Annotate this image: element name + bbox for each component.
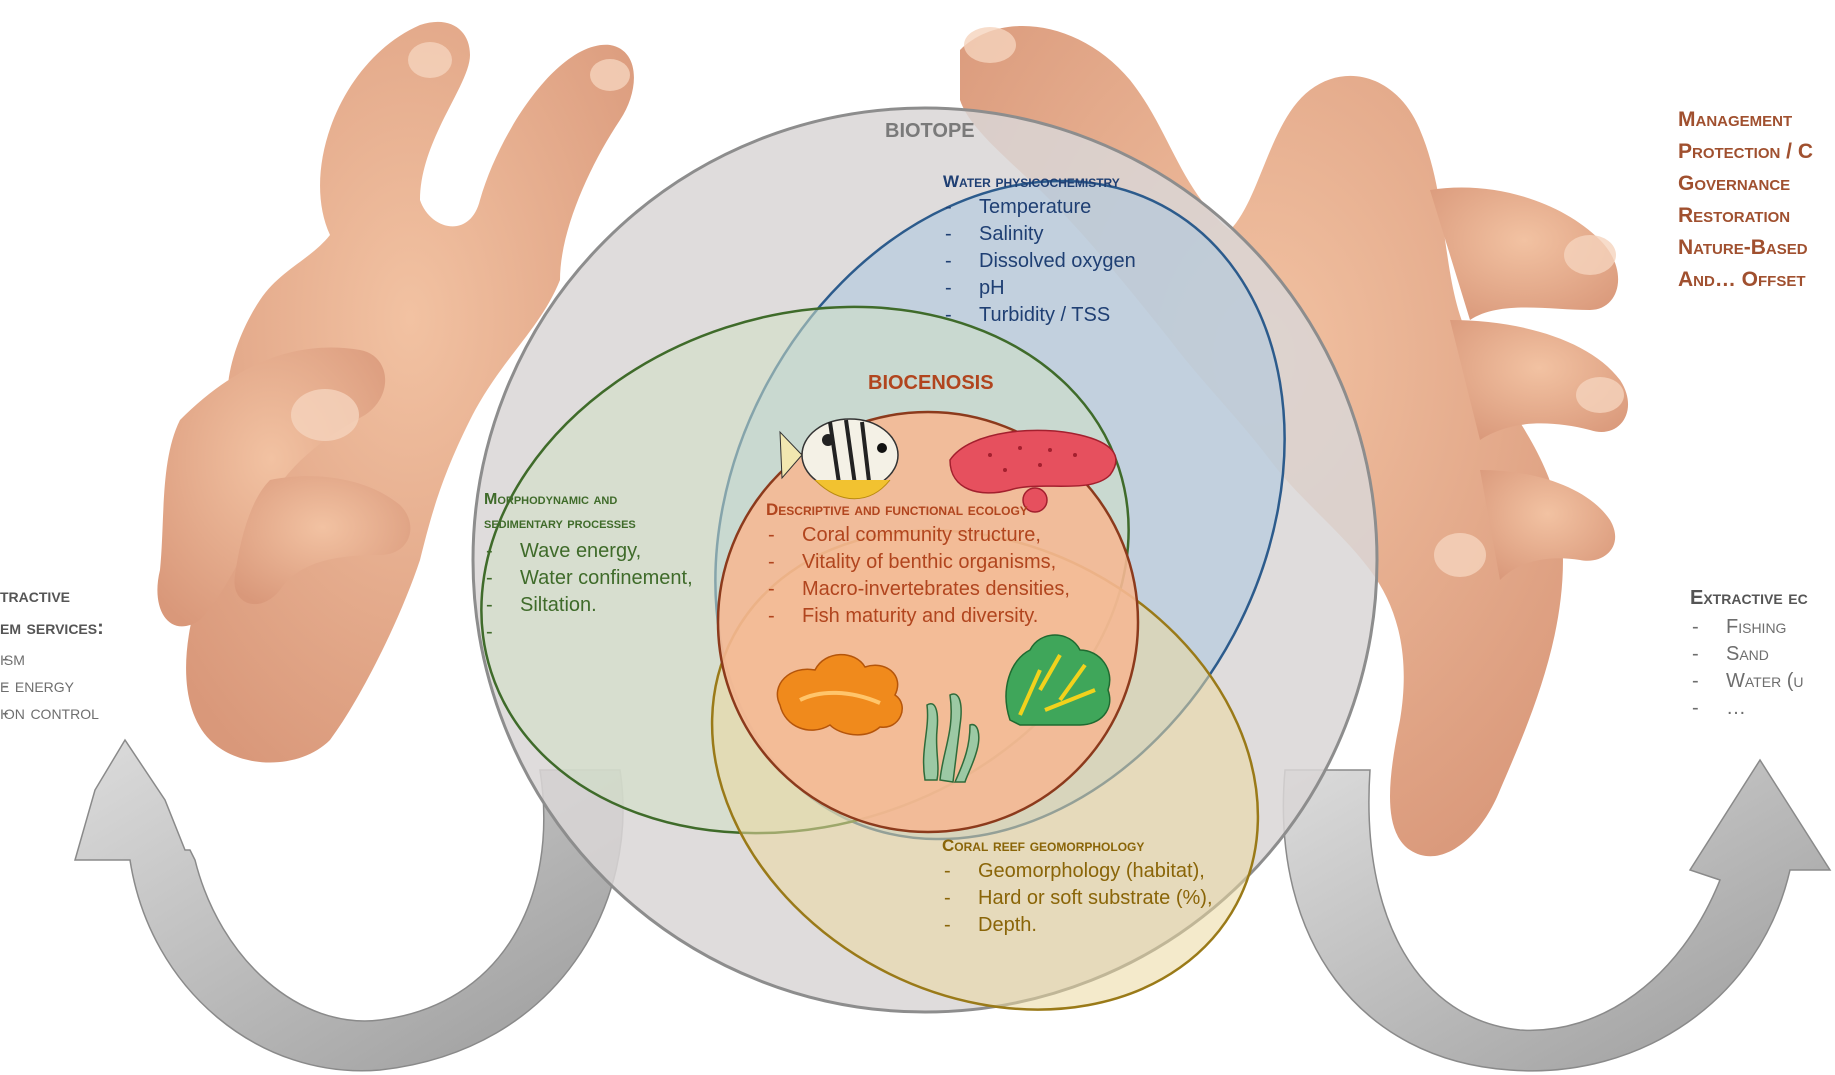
list-item: ion control: [0, 700, 104, 727]
list-item: Fishing: [1690, 614, 1808, 641]
list-item: Depth.: [942, 912, 1213, 939]
list-item: …: [1690, 695, 1808, 722]
left-services-title-line2: em services:: [0, 612, 104, 644]
biotope-title: BIOTOPE: [885, 120, 975, 143]
management-line: Restoration: [1678, 200, 1813, 232]
water-list: Temperature Salinity Dissolved oxygen pH…: [943, 194, 1136, 329]
geomorph-box: Coral reef geomorphology Geomorphology (…: [942, 836, 1213, 939]
management-line: Nature-Based: [1678, 232, 1813, 264]
water-title: Water physicochemistry: [943, 172, 1136, 192]
geomorph-list: Geomorphology (habitat), Hard or soft su…: [942, 858, 1213, 939]
arrow-right-icon: [1283, 760, 1830, 1071]
management-line: Governance: [1678, 168, 1813, 200]
geomorph-title: Coral reef geomorphology: [942, 836, 1213, 856]
ecology-box: Descriptive and functional ecology Coral…: [766, 500, 1070, 630]
list-item: Coral community structure,: [766, 522, 1070, 549]
list-item: Sand: [1690, 641, 1808, 668]
morpho-title-line1: Morphodynamic and: [484, 488, 693, 512]
list-item: Siltation.: [484, 592, 693, 619]
right-services-list: Fishing Sand Water (u …: [1690, 614, 1808, 722]
list-item: Fish maturity and diversity.: [766, 603, 1070, 630]
list-item: Geomorphology (habitat),: [942, 858, 1213, 885]
right-services-box: Extractive ec Fishing Sand Water (u …: [1690, 582, 1808, 722]
ecology-title: Descriptive and functional ecology: [766, 500, 1070, 520]
morpho-box: Morphodynamic and sedimentary processes …: [484, 488, 693, 619]
morpho-list: Wave energy, Water confinement, Siltatio…: [484, 538, 693, 619]
left-services-list: ism e energy ion control: [0, 646, 104, 727]
management-box: Management Protection / C Governance Res…: [1678, 104, 1813, 296]
left-services-title-line1: tractive: [0, 580, 104, 612]
ecology-list: Coral community structure, Vitality of b…: [766, 522, 1070, 630]
list-item: pH: [943, 275, 1136, 302]
morpho-title-line2: sedimentary processes: [484, 512, 693, 536]
right-services-title: Extractive ec: [1690, 582, 1808, 614]
list-item: ism: [0, 646, 104, 673]
list-item: Water (u: [1690, 668, 1808, 695]
list-item: Temperature: [943, 194, 1136, 221]
water-box: Water physicochemistry Temperature Salin…: [943, 172, 1136, 329]
list-item: Turbidity / TSS: [943, 302, 1136, 329]
list-item: e energy: [0, 673, 104, 700]
management-line: Management: [1678, 104, 1813, 136]
list-item: Vitality of benthic organisms,: [766, 549, 1070, 576]
list-item: Salinity: [943, 221, 1136, 248]
management-line: Protection / C: [1678, 136, 1813, 168]
management-line: And… Offset: [1678, 264, 1813, 296]
list-item: Macro-invertebrates densities,: [766, 576, 1070, 603]
list-item: Dissolved oxygen: [943, 248, 1136, 275]
list-item: Hard or soft substrate (%),: [942, 885, 1213, 912]
biocenosis-title: BIOCENOSIS: [868, 372, 994, 395]
list-item: Water confinement,: [484, 565, 693, 592]
left-services-box: tractive em services: ism e energy ion c…: [0, 580, 104, 727]
list-item: Wave energy,: [484, 538, 693, 565]
